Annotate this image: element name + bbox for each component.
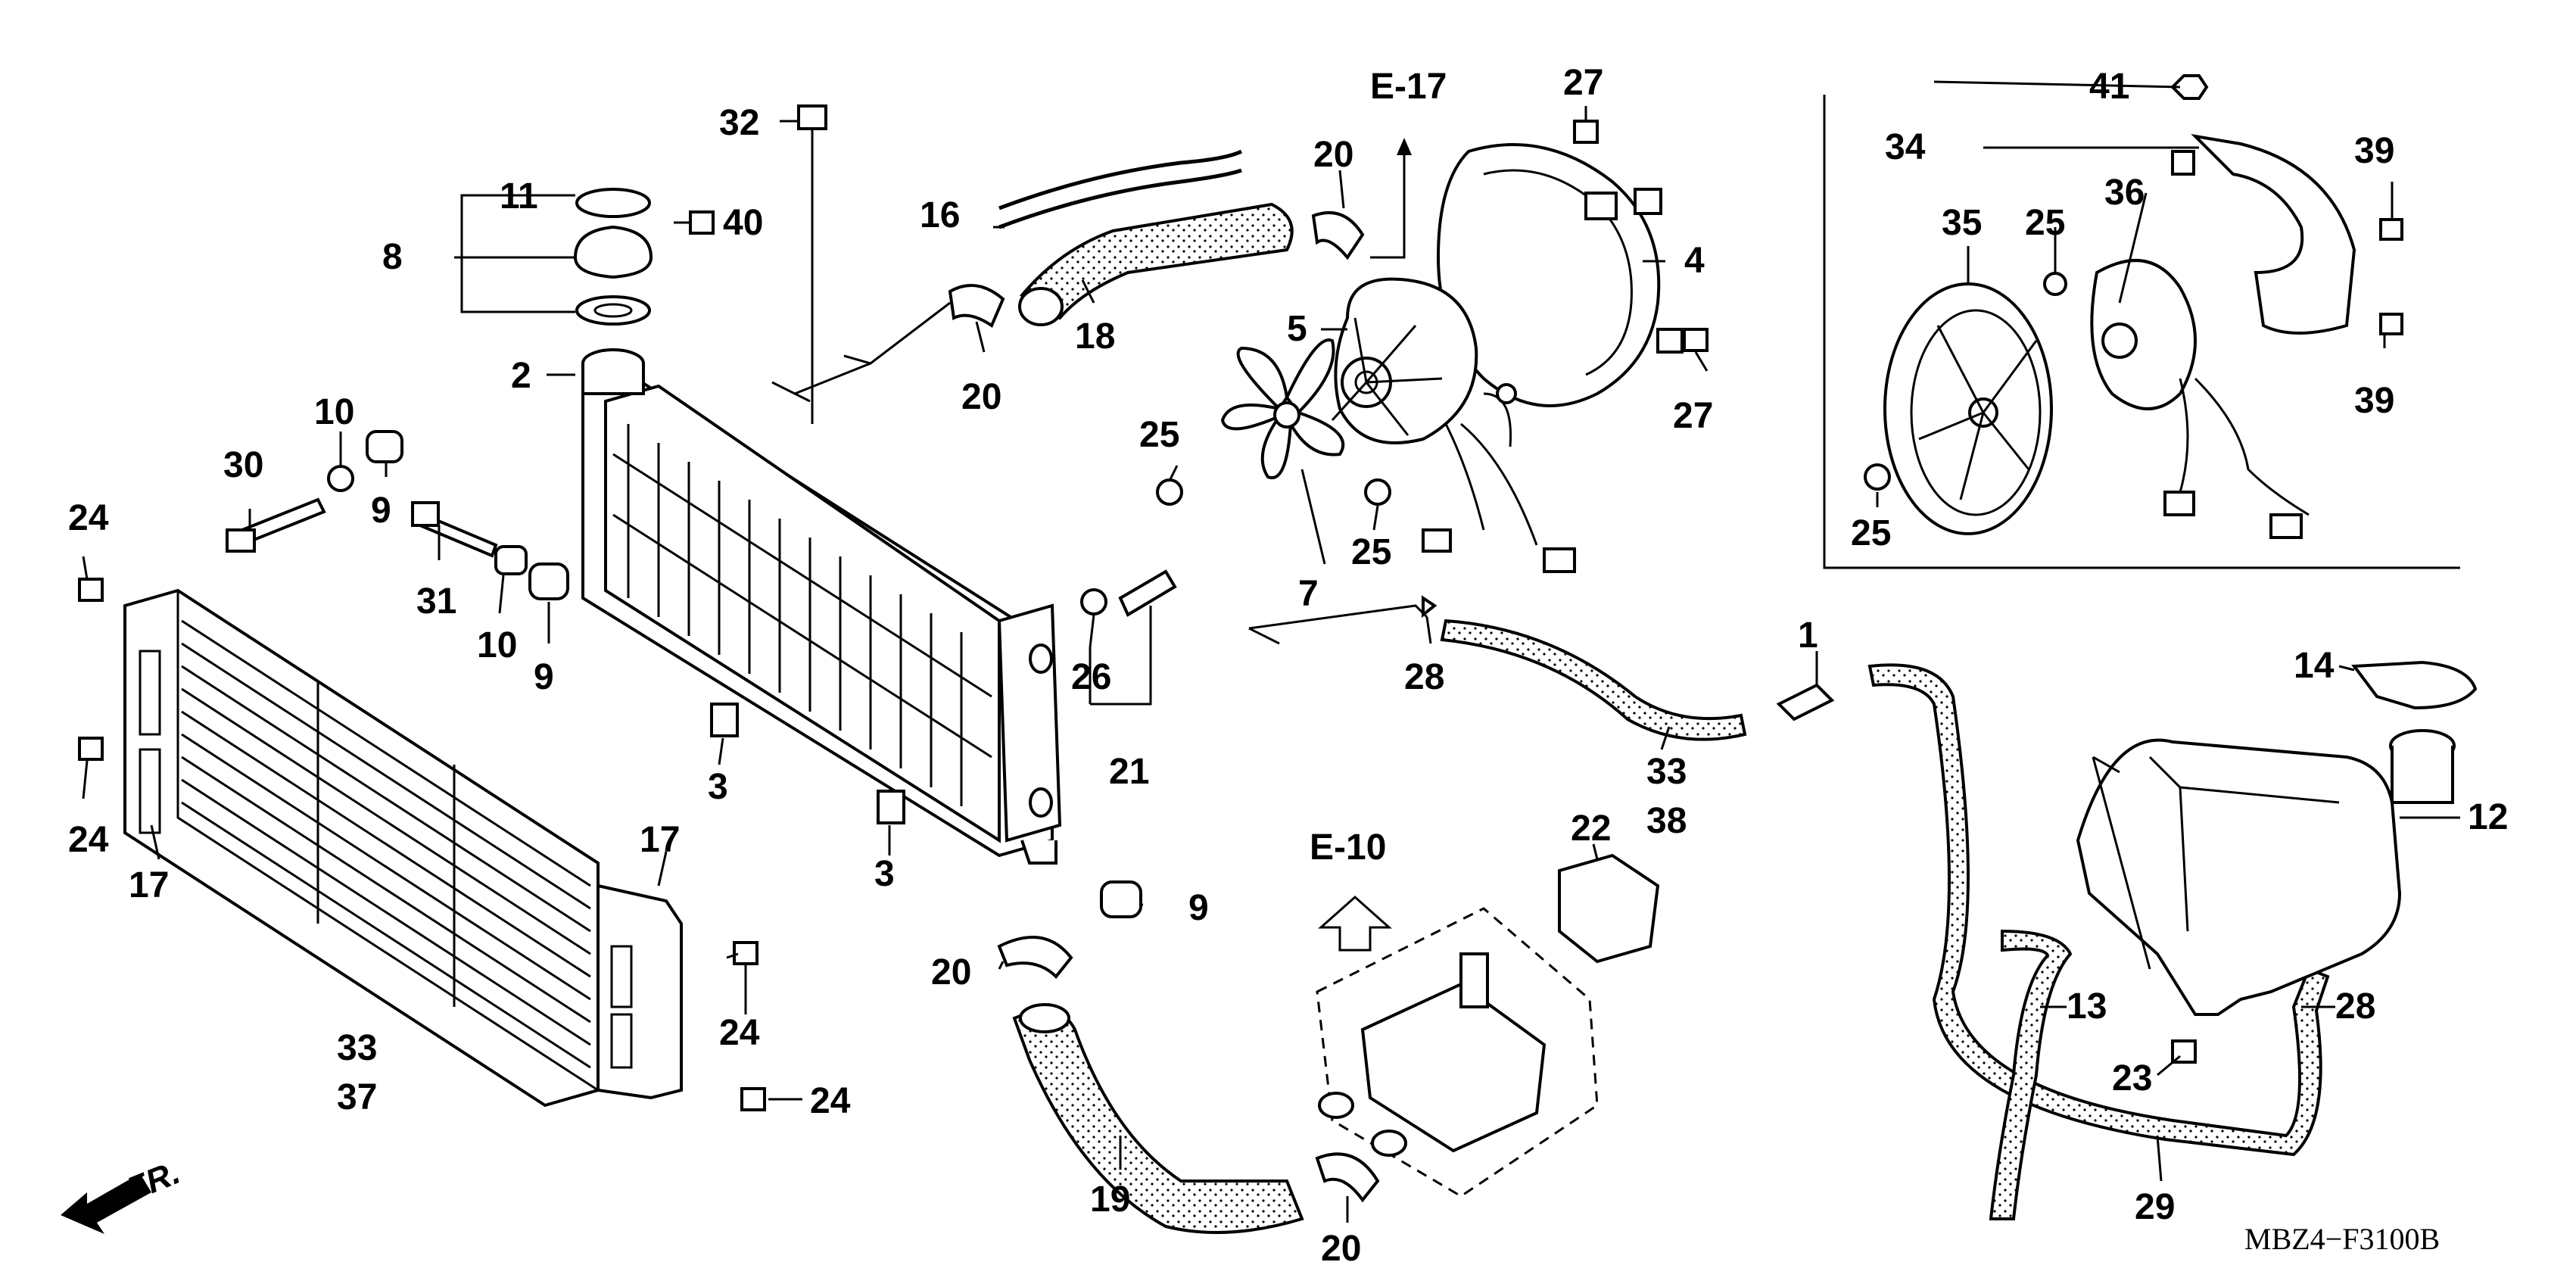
callout-9: 9	[534, 657, 554, 697]
callout-41: 41	[2089, 67, 2129, 107]
callout-35: 35	[1942, 203, 1982, 243]
callout-25: 25	[2025, 203, 2065, 243]
fitting-1	[1776, 683, 1835, 721]
clamp-20d	[1315, 1152, 1380, 1203]
callout-5: 5	[1287, 309, 1307, 349]
callout-20: 20	[931, 952, 971, 993]
callout-37: 37	[337, 1077, 377, 1117]
radiator-cap	[573, 188, 653, 326]
callout-24: 24	[810, 1081, 851, 1121]
clamp-20c	[997, 936, 1073, 979]
callout-25: 25	[1851, 513, 1891, 553]
callout-19: 19	[1090, 1179, 1130, 1220]
callout-21: 21	[1109, 752, 1149, 792]
clamp-20b	[1311, 210, 1365, 260]
hose-13	[1989, 929, 2073, 1220]
callout-36: 36	[2104, 173, 2145, 213]
callout-labels: 1 2 3 3 4 5 7 8 9 9 9 10 10 11 12 13 14 …	[68, 63, 2508, 1269]
callout-18: 18	[1075, 316, 1115, 357]
callout-31: 31	[416, 581, 456, 622]
callout-20: 20	[1321, 1229, 1361, 1269]
callout-26: 26	[1071, 657, 1111, 697]
bracket-right	[596, 883, 683, 1100]
diagram-code: MBZ4−F3100B	[2244, 1222, 2440, 1256]
leader-lines	[82, 80, 2460, 1223]
clamp-22	[1558, 853, 1660, 964]
callout-28: 28	[1404, 657, 1444, 697]
callout-32: 32	[719, 103, 759, 143]
callout-10: 10	[314, 392, 354, 432]
radiator-grille	[123, 588, 600, 1108]
clamp-20a	[948, 284, 1005, 328]
callout-17: 17	[640, 820, 680, 860]
callout-23: 23	[2112, 1058, 2152, 1098]
callout-28: 28	[2335, 986, 2375, 1027]
callout-33: 33	[337, 1028, 377, 1068]
callout-3: 3	[874, 854, 895, 894]
inset-box	[1823, 95, 2460, 569]
callout-30: 30	[223, 445, 263, 485]
callout-24: 24	[68, 820, 109, 860]
hose-16	[998, 149, 1243, 210]
callout-24: 24	[719, 1013, 760, 1053]
radiator-core	[581, 348, 1062, 865]
callout-9: 9	[1188, 888, 1209, 928]
reserve-tank	[2076, 660, 2478, 1064]
callout-4: 4	[1684, 241, 1705, 281]
callout-3: 3	[708, 767, 728, 807]
callout-16: 16	[920, 195, 960, 235]
callout-40: 40	[723, 203, 763, 243]
hose-18	[1019, 202, 1294, 320]
callout-8: 8	[382, 237, 403, 277]
callout-2: 2	[511, 356, 531, 396]
callout-13: 13	[2067, 986, 2107, 1027]
hose-29	[1867, 663, 2330, 1157]
tank-cap-14	[2351, 660, 2478, 710]
inset-fan	[1864, 74, 2403, 539]
callout-9: 9	[371, 491, 391, 531]
callout-24: 24	[68, 498, 109, 538]
callout-22: 22	[1571, 809, 1611, 849]
callout-33: 33	[1646, 752, 1687, 792]
mounting-hardware-left	[78, 104, 1177, 1111]
callout-7: 7	[1298, 574, 1319, 614]
callout-11: 11	[500, 176, 538, 217]
fan-shroud	[1436, 143, 1684, 407]
callout-39: 39	[2354, 381, 2394, 421]
reference-e10: E-10	[1310, 827, 1386, 868]
callout-1: 1	[1798, 615, 1818, 656]
callout-27: 27	[1563, 63, 1603, 103]
fan-motor	[1331, 277, 1576, 573]
callout-12: 12	[2468, 797, 2508, 837]
hose-33-38	[1440, 619, 1747, 741]
callout-38: 38	[1646, 801, 1687, 841]
e10-arrow	[1318, 895, 1392, 952]
callout-27: 27	[1673, 396, 1713, 436]
callout-17: 17	[129, 865, 169, 905]
water-pump-area	[1316, 853, 1660, 1198]
reference-e17: E-17	[1370, 67, 1447, 107]
callout-39: 39	[2354, 131, 2394, 171]
callout-29: 29	[2135, 1187, 2175, 1227]
callout-10: 10	[477, 625, 517, 665]
callout-34: 34	[1885, 127, 1926, 167]
callout-14: 14	[2294, 646, 2335, 686]
callout-20: 20	[1313, 135, 1353, 175]
hose-19	[1012, 1009, 1304, 1234]
callout-25: 25	[1139, 415, 1179, 455]
fan-blade	[1220, 338, 1345, 480]
callout-25: 25	[1351, 532, 1391, 572]
front-direction-arrow	[61, 1173, 151, 1234]
callout-20: 20	[961, 377, 1001, 417]
